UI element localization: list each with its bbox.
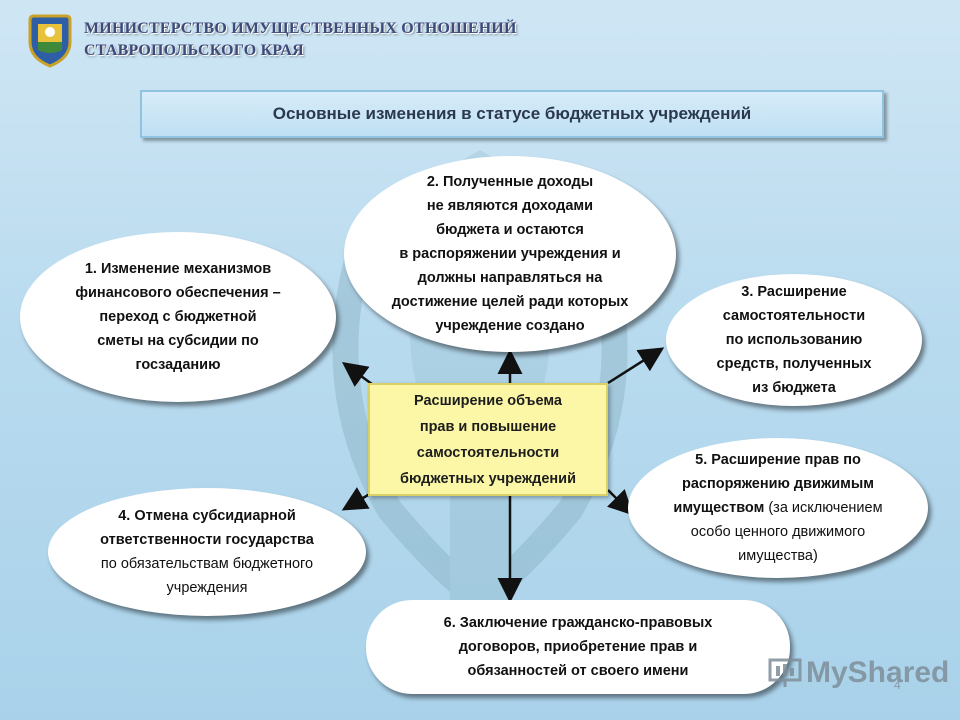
item1-line: 1. Изменение механизмов: [84, 261, 272, 277]
item5-line: 5. Расширение прав по: [695, 452, 861, 468]
center-line: самостоятельности: [416, 444, 560, 461]
item1-line: сметы на субсидии по: [97, 333, 259, 349]
item5-bubble: 5. Расширение прав по распоряжению движи…: [628, 438, 928, 578]
arrow-to-item5: [607, 489, 634, 516]
item5-line-normal: (за исключением: [764, 500, 883, 516]
ministry-line-1: МИНИСТЕРСТВО ИМУЩЕСТВЕННЫХ ОТНОШЕНИЙ: [84, 20, 517, 37]
item1-line: госзаданию: [135, 357, 221, 373]
arrow-to-item3: [607, 347, 665, 385]
presentation-icon: [768, 658, 802, 687]
item1-line: переход с бюджетной: [99, 309, 257, 325]
item3-line: средств, полученных: [716, 356, 872, 372]
coat-of-arms-icon: [28, 14, 72, 68]
center-line: бюджетных учреждений: [400, 470, 576, 487]
item3-line: самостоятельности: [722, 308, 866, 324]
ministry-line-2: СТАВРОПОЛЬСКОГО КРАЯ: [84, 42, 304, 59]
center-line: Расширение объема: [414, 392, 562, 409]
item2-bubble: 2. Полученные доходы не являются доходам…: [344, 156, 676, 352]
item2-line: должны направляться на: [417, 270, 603, 286]
item6-bubble: 6. Заключение гражданско-правовых догово…: [366, 600, 790, 694]
item6-line: договоров, приобретение прав и: [458, 639, 698, 655]
item2-line: учреждение создано: [435, 318, 585, 334]
item1-bubble: 1. Изменение механизмов финансового обес…: [20, 232, 336, 402]
item4-line: ответственности государства: [100, 532, 314, 548]
center-box: Расширение объема прав и повышение самос…: [368, 383, 608, 496]
item3-line: 3. Расширение: [741, 284, 847, 300]
item2-line: в распоряжении учреждения и: [399, 246, 621, 262]
item4-line: учреждения: [166, 580, 248, 596]
item1-line: финансового обеспечения –: [75, 285, 281, 301]
item2-line: достижение целей ради которых: [391, 294, 629, 310]
item6-line: обязанностей от своего имени: [467, 663, 689, 679]
item3-line: из бюджета: [752, 380, 836, 396]
item4-line: 4. Отмена субсидиарной: [118, 508, 296, 524]
ministry-name: МИНИСТЕРСТВО ИМУЩЕСТВЕННЫХ ОТНОШЕНИЙ СТА…: [84, 18, 517, 62]
item4-bubble: 4. Отмена субсидиарной ответственности г…: [48, 488, 366, 616]
item2-line: не являются доходами: [426, 198, 594, 214]
watermark: MyShared: [768, 656, 949, 690]
item5-line: имущества): [738, 548, 818, 564]
item2-line: бюджета и остаются: [436, 222, 584, 238]
slide-title: Основные изменения в статусе бюджетных у…: [140, 90, 884, 138]
item5-line-bold: имуществом: [673, 500, 765, 516]
item4-line: по обязательствам бюджетного: [100, 556, 314, 572]
watermark-text: MyShared: [806, 656, 950, 689]
item6-line: 6. Заключение гражданско-правовых: [443, 615, 713, 631]
item3-bubble: 3. Расширение самостоятельности по испол…: [666, 274, 922, 406]
item3-line: по использованию: [725, 332, 863, 348]
center-line: прав и повышение: [419, 418, 557, 435]
item5-line: распоряжению движимым: [681, 476, 874, 492]
item2-line: 2. Полученные доходы: [426, 174, 594, 190]
page-number: 4: [894, 678, 901, 692]
item5-line: особо ценного движимого: [690, 524, 866, 540]
